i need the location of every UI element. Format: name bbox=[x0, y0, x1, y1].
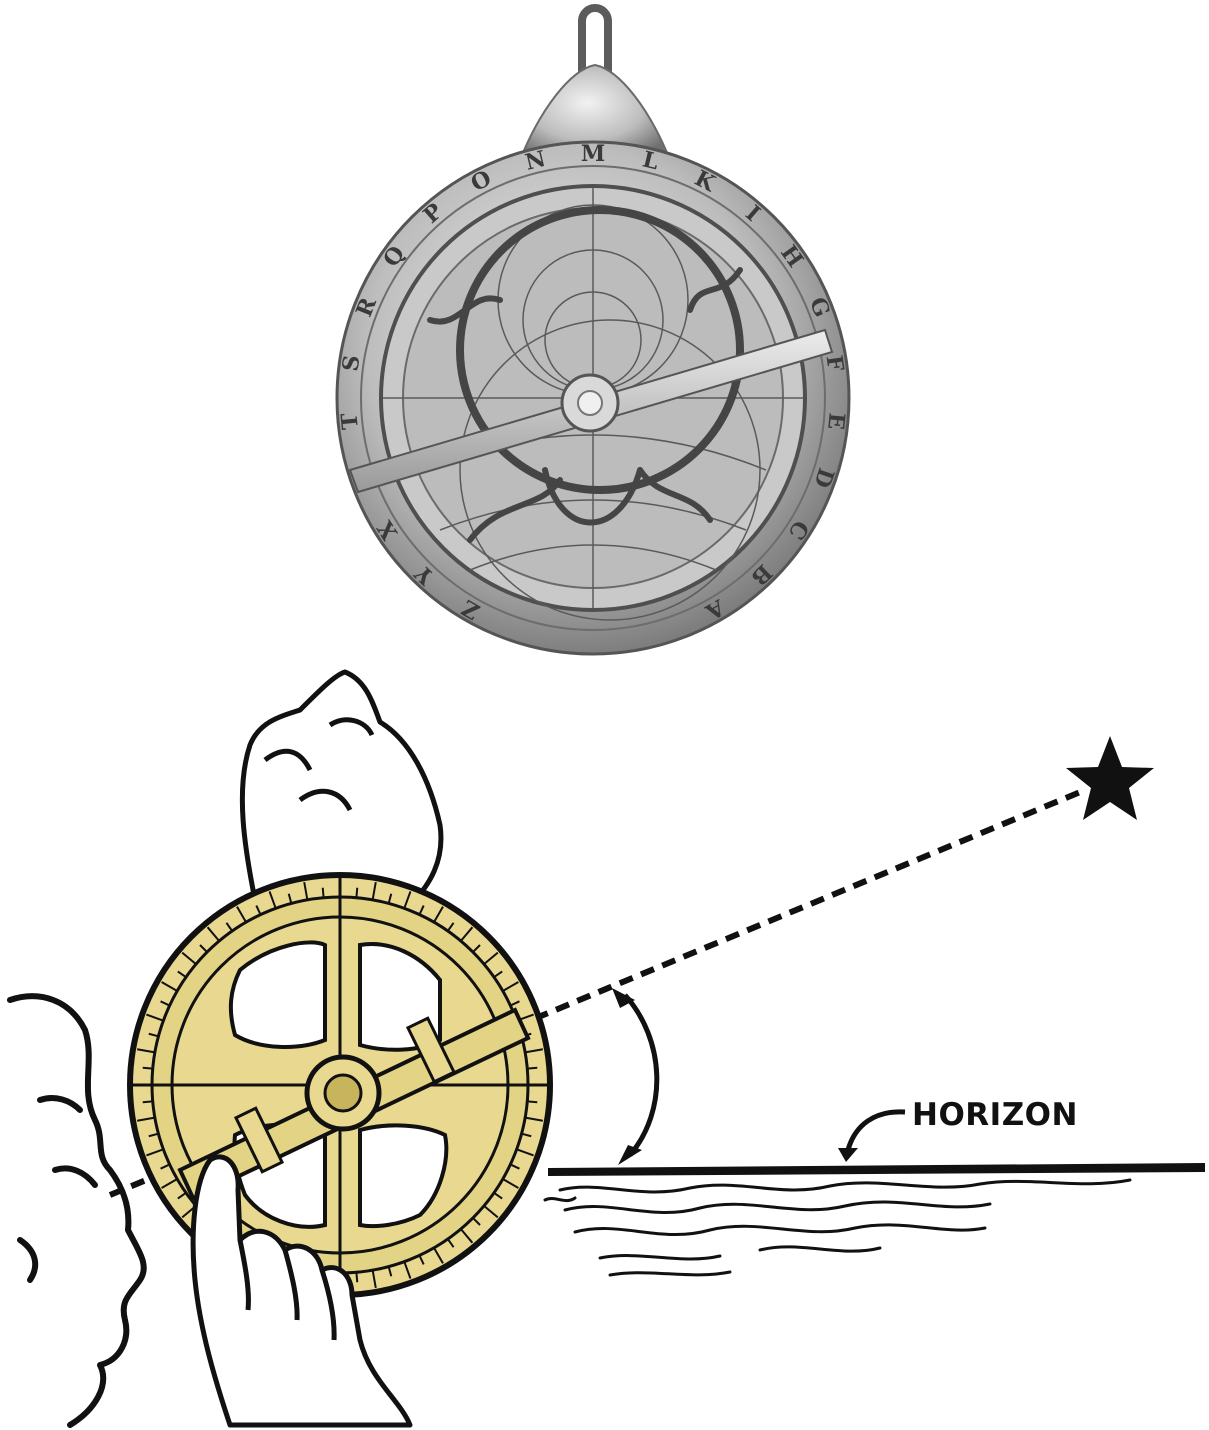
navigator-scene: HORIZON bbox=[10, 672, 1205, 1425]
degree-tick bbox=[323, 888, 324, 898]
ring-letter: E bbox=[822, 412, 849, 431]
degree-tick bbox=[143, 1068, 153, 1069]
horizon-line bbox=[548, 1163, 1205, 1176]
degree-tick bbox=[143, 1101, 153, 1102]
ring-letter: M bbox=[581, 141, 605, 167]
star-icon bbox=[1066, 736, 1154, 820]
silver-astrolabe: ZYXVTSRQPONMLKIHGFEDCBA bbox=[336, 8, 849, 654]
horizon-label: HORIZON bbox=[912, 1097, 1078, 1133]
angle-arrow-icon bbox=[625, 995, 657, 1155]
ring-letter: T bbox=[336, 411, 363, 430]
upper-hand bbox=[242, 672, 441, 905]
degree-tick bbox=[356, 1272, 357, 1282]
horizon-pointer-icon bbox=[848, 1112, 905, 1150]
degree-tick bbox=[356, 888, 357, 898]
degree-tick bbox=[527, 1068, 537, 1069]
degree-tick bbox=[527, 1101, 537, 1102]
navigator-face bbox=[10, 996, 144, 1425]
sea bbox=[545, 1163, 1205, 1275]
